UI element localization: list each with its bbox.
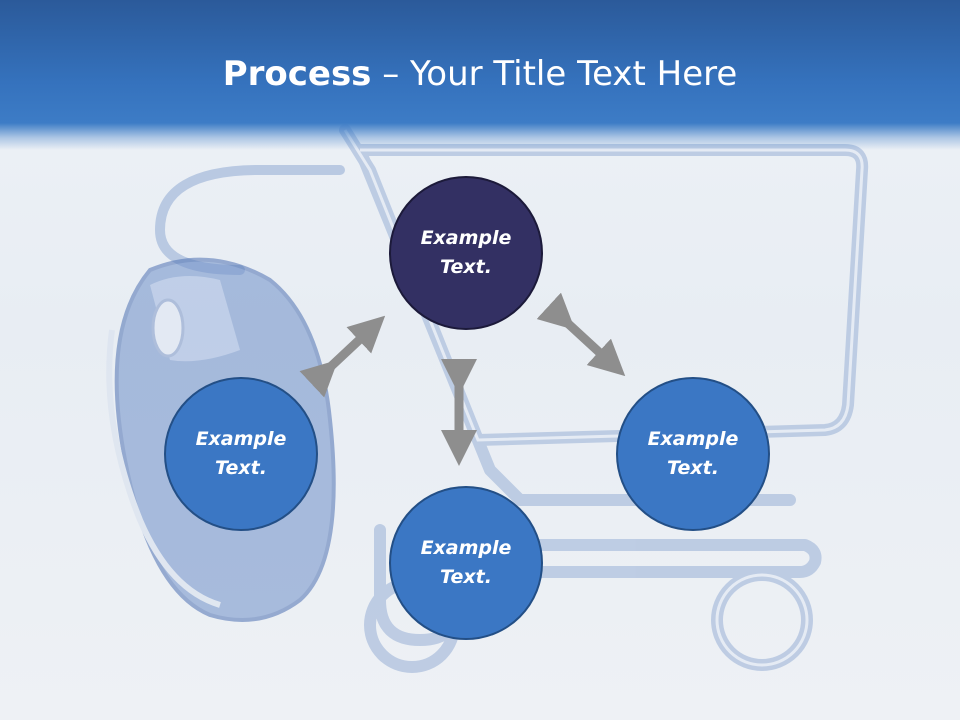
double-arrow-icon [299,315,386,398]
process-node-bottom[interactable]: Example Text. [389,486,543,640]
process-node-left[interactable]: Example Text. [164,377,318,531]
title-rest: – Your Title Text Here [371,54,738,94]
process-node-top[interactable]: Example Text. [389,176,543,330]
node-text: Example Text. [420,537,512,588]
node-text: Example Text. [647,428,739,479]
node-text: Example Text. [195,428,287,479]
double-arrow-icon [536,292,626,377]
node-text: Example Text. [420,227,512,278]
slide-title: Process – Your Title Text Here [0,52,960,96]
process-node-right[interactable]: Example Text. [616,377,770,531]
title-bold: Process [222,54,372,94]
title-banner [0,0,960,150]
